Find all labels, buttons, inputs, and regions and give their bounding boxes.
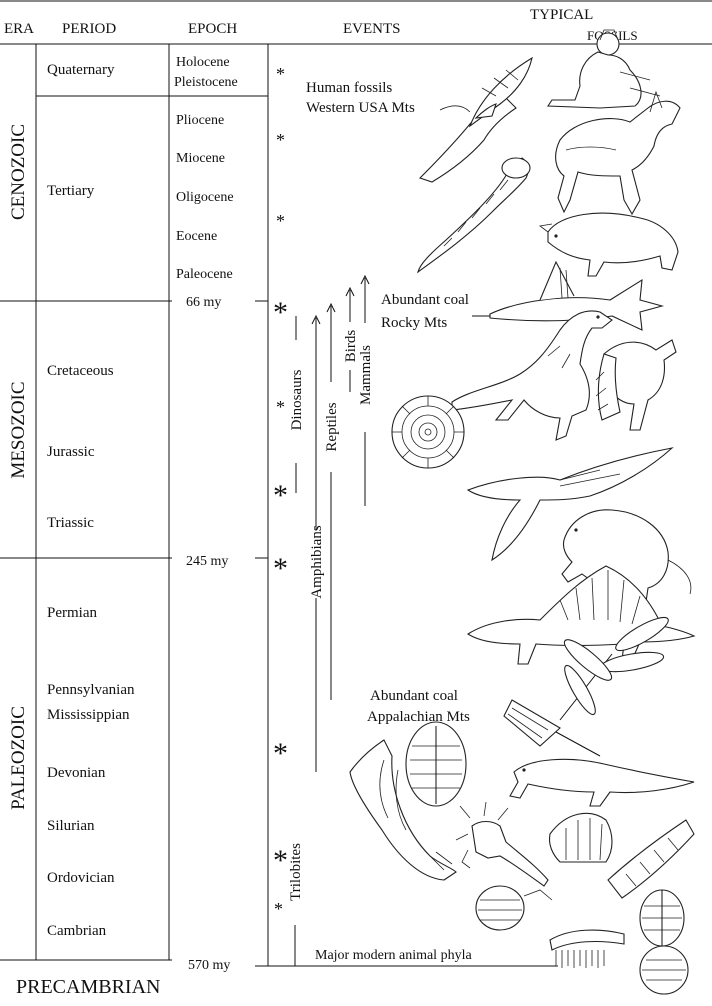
period-devonian: Devonian — [47, 765, 106, 781]
period-quaternary: Quaternary — [47, 62, 115, 78]
dinosaur-icon — [452, 311, 612, 440]
lineage-ranges: Trilobites Amphibians Dinosaurs Reptiles… — [288, 276, 374, 966]
fossil-illustrations — [350, 30, 694, 994]
event-western-mts: Western USA Mts — [306, 100, 415, 116]
trilobite-icon — [406, 722, 466, 806]
brachiopod-icon — [549, 813, 612, 862]
event-coal-rocky: Abundant coal — [381, 292, 469, 308]
amphibian-icon — [510, 759, 694, 806]
boundary-66my: 66 my — [186, 295, 221, 310]
event-coal-appalachian: Abundant coal — [370, 688, 458, 704]
epoch-holocene: Holocene — [176, 55, 230, 70]
event-appalachian-mts: Appalachian Mts — [367, 709, 470, 725]
asterisk-marker: * — [273, 844, 288, 877]
epoch-pliocene: Pliocene — [176, 113, 224, 128]
asterisk-marker: * — [276, 211, 285, 231]
header-epoch: EPOCH — [188, 21, 237, 37]
swordfish-icon — [472, 262, 662, 330]
horse-icon — [556, 92, 680, 214]
asterisk-marker: * — [276, 397, 285, 417]
period-tertiary: Tertiary — [47, 183, 95, 199]
lineage-trilobites: Trilobites — [288, 843, 304, 901]
boundary-245my: 245 my — [186, 554, 228, 569]
era-cenozoic: CENOZOIC — [8, 124, 29, 220]
lineage-mammals: Mammals — [358, 345, 374, 405]
archaeopteryx-icon — [596, 340, 676, 430]
epoch-eocene: Eocene — [176, 229, 217, 244]
lineage-birds: Birds — [343, 330, 359, 363]
epoch-miocene: Miocene — [176, 151, 225, 166]
trilobite-icon — [476, 886, 552, 930]
asterisk-marker: * — [273, 479, 288, 512]
header-events: EVENTS — [343, 21, 401, 37]
brachiopod-icon — [640, 946, 688, 994]
epoch-labels: Holocene Pleistocene Pliocene Miocene Ol… — [174, 55, 238, 282]
ammonite-icon — [392, 396, 464, 468]
boundary-570my: 570 my — [188, 958, 230, 973]
era-labels: CENOZOIC MESOZOIC PALEOZOIC PRECAMBRIAN — [8, 124, 160, 998]
period-pennsylvanian: Pennsylvanian — [47, 682, 135, 698]
human-figure-icon — [548, 30, 660, 108]
header-period: PERIOD — [62, 21, 116, 37]
epoch-pleistocene: Pleistocene — [174, 75, 238, 90]
period-silurian: Silurian — [47, 818, 95, 834]
cone-shell-icon — [608, 820, 694, 898]
period-mississippian: Mississippian — [47, 707, 130, 723]
eurypterid-icon — [456, 802, 548, 886]
lineage-reptiles: Reptiles — [324, 402, 340, 451]
asterisk-marker: * — [273, 552, 288, 585]
period-ordovician: Ordovician — [47, 870, 115, 886]
period-triassic: Triassic — [47, 515, 94, 531]
crinoid-icon — [550, 930, 624, 968]
epoch-paleocene: Paleocene — [176, 267, 233, 282]
lineage-dinosaurs: Dinosaurs — [289, 369, 305, 430]
column-headers: ERA PERIOD EPOCH EVENTS TYPICAL FOSSILS — [4, 7, 638, 43]
period-labels: Quaternary Tertiary Cretaceous Jurassic … — [47, 62, 135, 939]
event-rocky-mts: Rocky Mts — [381, 315, 447, 331]
period-permian: Permian — [47, 605, 97, 621]
early-mammal-icon — [540, 213, 678, 276]
boundary-ages: 66 my 245 my 570 my — [186, 295, 230, 973]
era-precambrian: PRECAMBRIAN — [16, 976, 160, 998]
event-asterisks: * * * * * * * * * * — [273, 64, 288, 919]
era-mesozoic: MESOZOIC — [8, 381, 29, 478]
event-modern-phyla: Major modern animal phyla — [315, 948, 472, 963]
period-cambrian: Cambrian — [47, 923, 107, 939]
period-jurassic: Jurassic — [47, 444, 95, 460]
header-fossils-line1: TYPICAL — [530, 7, 593, 23]
header-era: ERA — [4, 21, 34, 37]
event-human-fossils: Human fossils — [306, 80, 392, 96]
asterisk-marker: * — [276, 64, 285, 84]
lineage-amphibians: Amphibians — [309, 525, 325, 598]
period-cretaceous: Cretaceous — [47, 363, 114, 379]
asterisk-marker: * — [273, 296, 288, 329]
era-paleozoic: PALEOZOIC — [8, 706, 29, 810]
asterisk-marker: * — [273, 737, 288, 770]
asterisk-marker: * — [274, 899, 283, 919]
epoch-oligocene: Oligocene — [176, 190, 234, 205]
trilobite-icon — [640, 890, 684, 946]
asterisk-marker: * — [276, 130, 285, 150]
